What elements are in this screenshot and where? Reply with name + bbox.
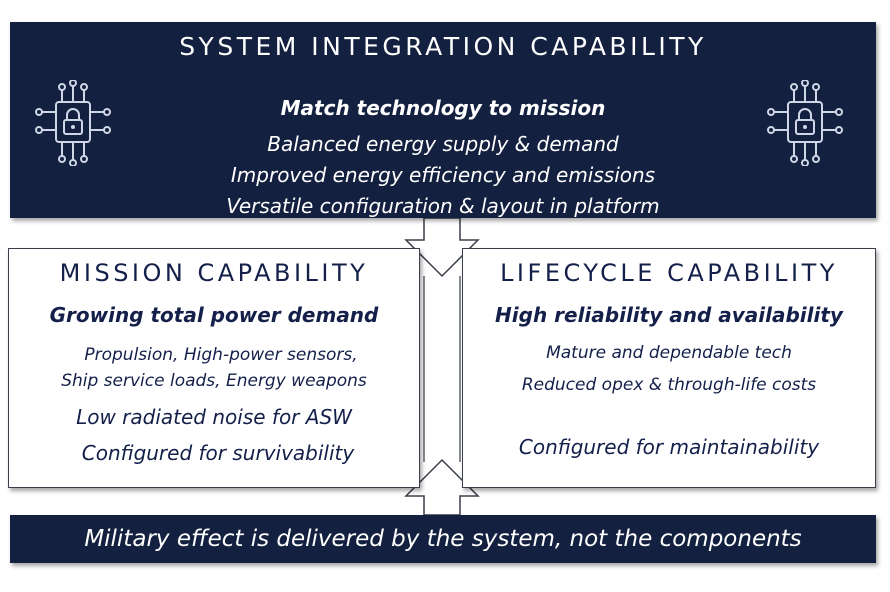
mission-item: Propulsion, High-power sensors, [84, 345, 358, 365]
system-integration-panel: SYSTEM INTEGRATION CAPABILITY Match tech… [10, 22, 876, 218]
integration-item: Improved energy efficiency and emissions [230, 163, 656, 187]
mission-title: MISSION CAPABILITY [59, 259, 369, 287]
lifecycle-item: Reduced opex & through-life costs [521, 375, 817, 395]
lifecycle-title: LIFECYCLE CAPABILITY [500, 259, 838, 287]
integration-title: SYSTEM INTEGRATION CAPABILITY [179, 32, 707, 61]
lifecycle-item: Configured for maintainability [518, 435, 820, 459]
lifecycle-capability-box: LIFECYCLE CAPABILITY High reliability an… [462, 248, 876, 488]
footer-statement: Military effect is delivered by the syst… [10, 515, 876, 563]
lifecycle-subtitle: High reliability and availability [495, 303, 843, 327]
mission-item: Configured for survivability [81, 441, 355, 465]
lifecycle-item: Mature and dependable tech [546, 343, 792, 363]
integration-subtitle: Match technology to mission [280, 96, 606, 120]
mission-item: Ship service loads, Energy weapons [61, 371, 367, 391]
mission-subtitle: Growing total power demand [49, 303, 379, 327]
mission-item: Low radiated noise for ASW [76, 405, 352, 429]
circuit-lock-icon [35, 80, 111, 166]
integration-item: Versatile configuration & layout in plat… [226, 194, 660, 218]
circuit-lock-icon [767, 80, 843, 166]
integration-item: Balanced energy supply & demand [267, 132, 619, 156]
mission-capability-box: MISSION CAPABILITY Growing total power d… [8, 248, 420, 488]
